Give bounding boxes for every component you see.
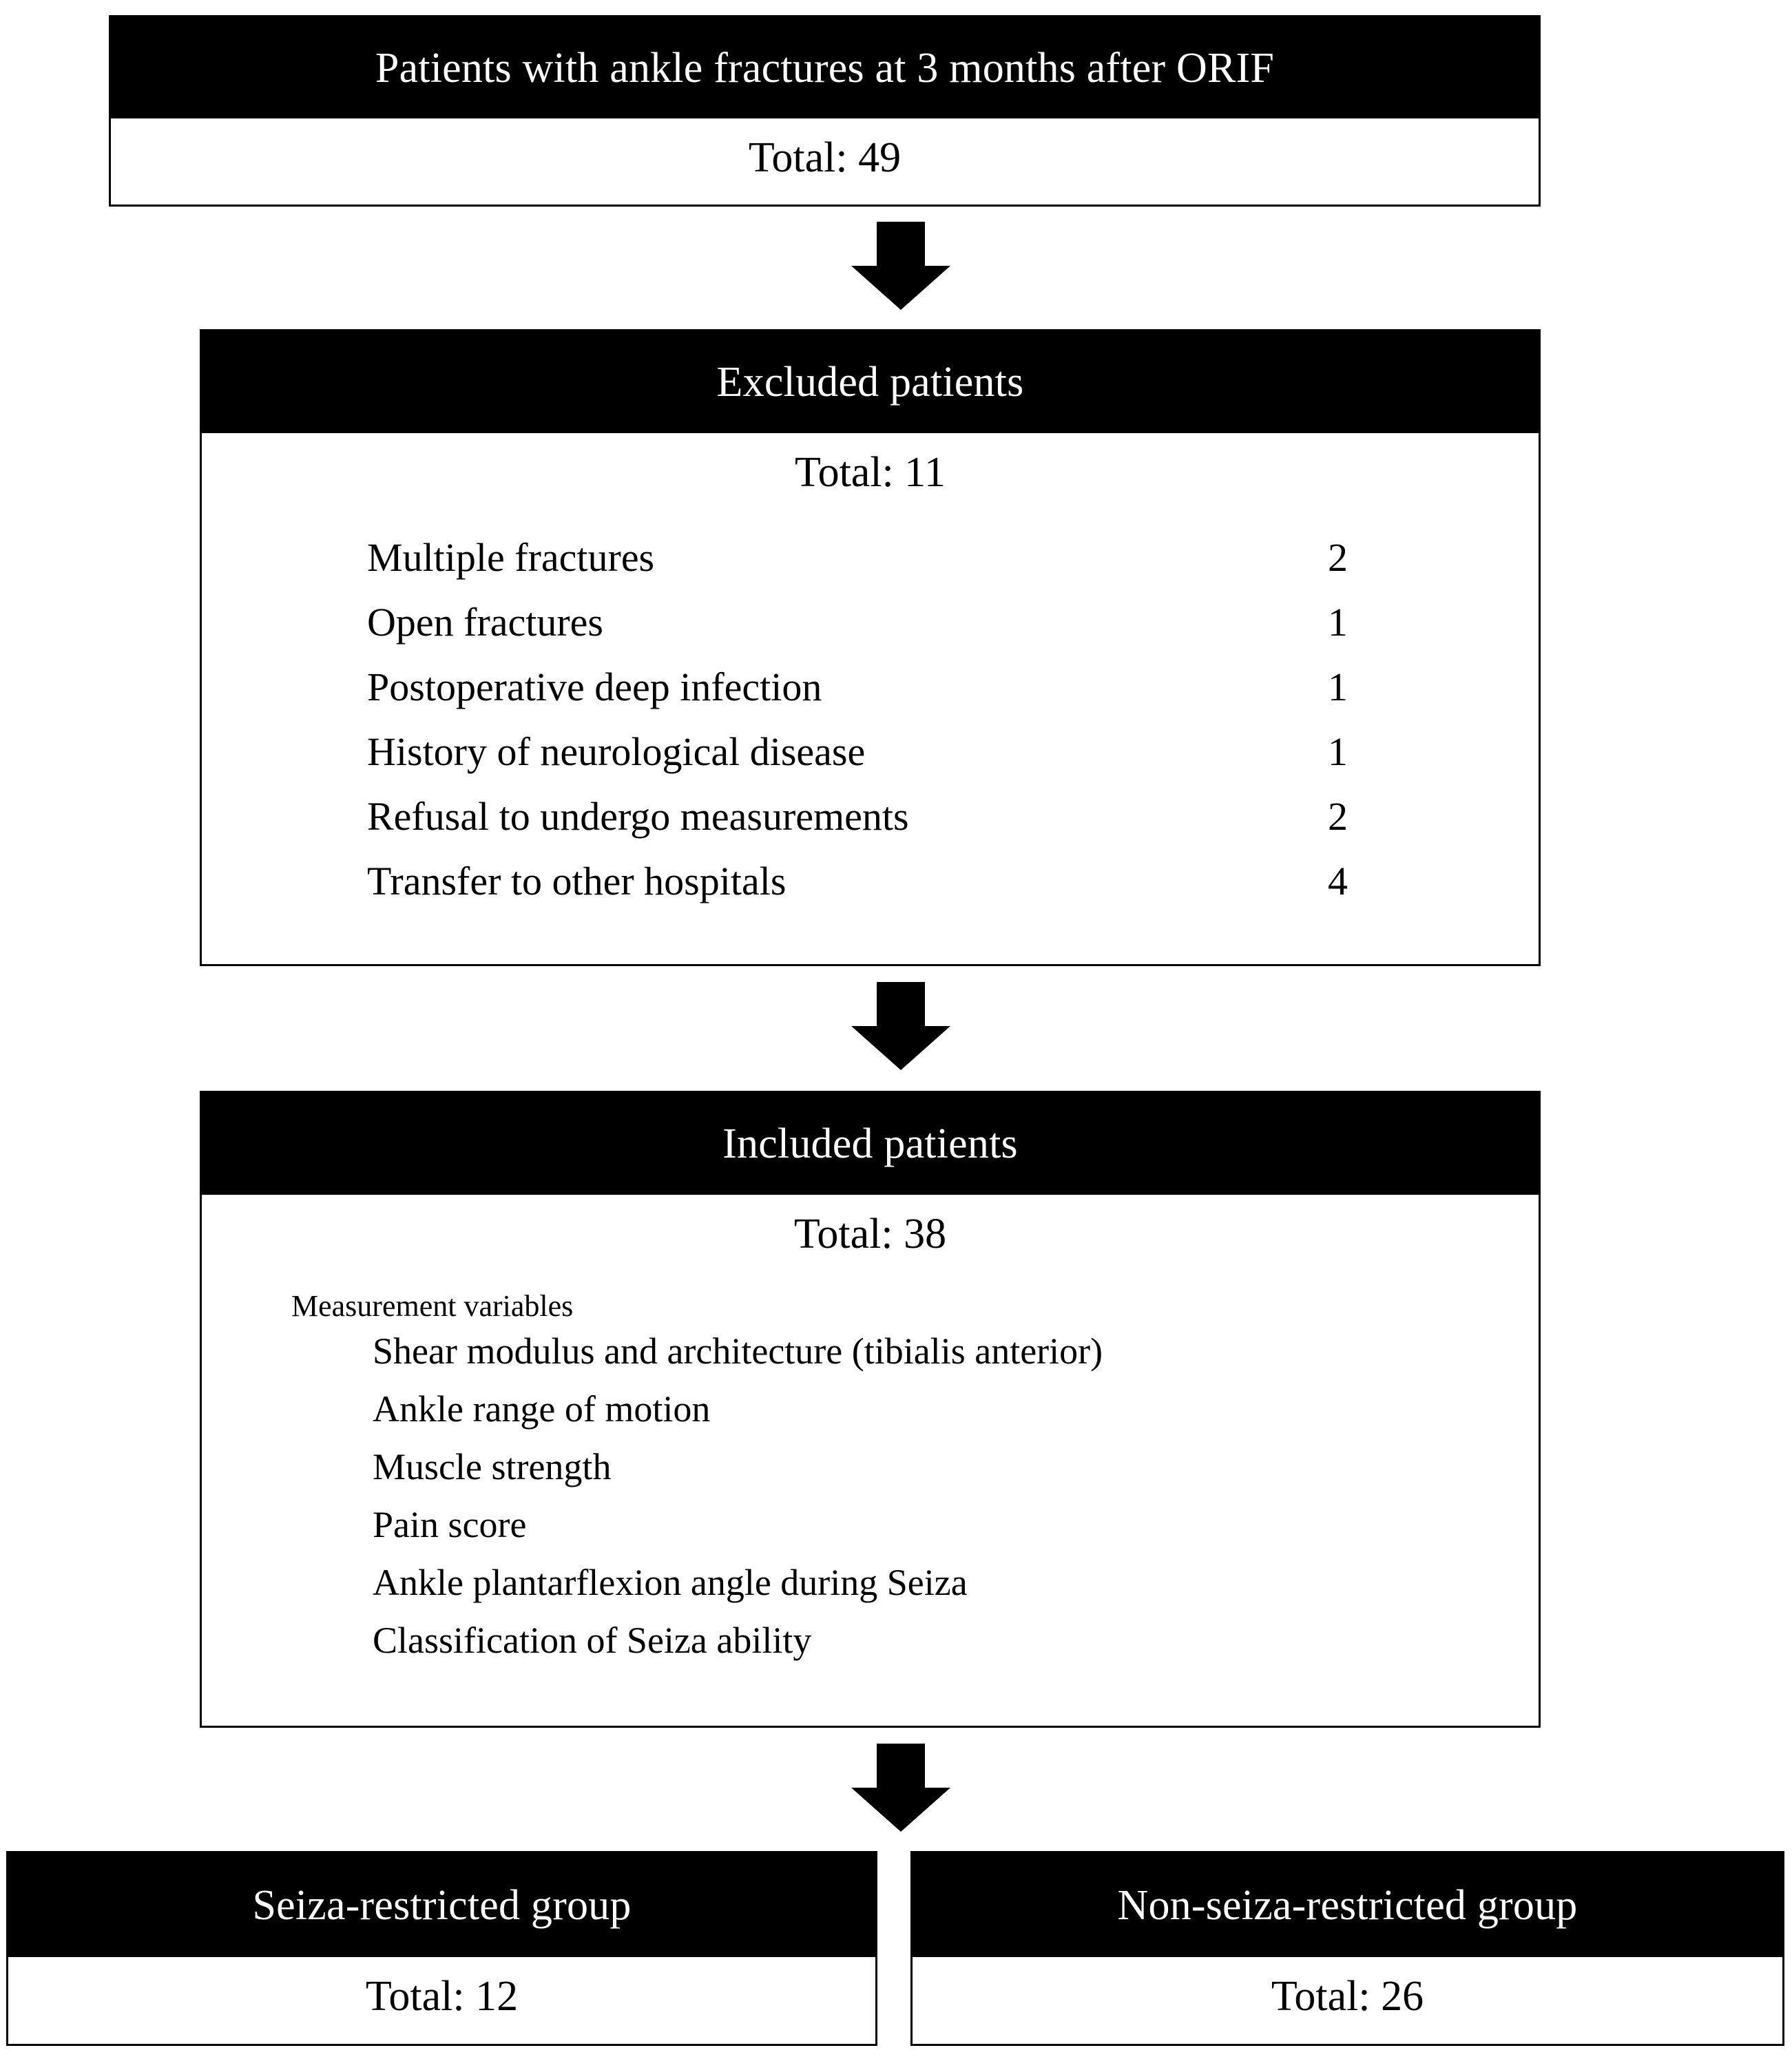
down-arrow-icon (851, 222, 950, 310)
included-patients-box: Included patients Total: 38 Measurement … (200, 1091, 1541, 1728)
excluded-patients-total: Total: 11 (795, 449, 946, 496)
measurement-variables-list: Shear modulus and architecture (tibialis… (202, 1321, 1539, 1680)
excluded-patients-body: Total: 11 Multiple fractures 2 Open frac… (202, 433, 1539, 964)
exclusion-reason-list: Multiple fractures 2 Open fractures 1 Po… (202, 538, 1539, 926)
non-seiza-restricted-group-body: Total: 26 (913, 1957, 1782, 2044)
exclusion-reason-count: 2 (1328, 794, 1348, 839)
top-cohort-body: Total: 49 (111, 118, 1539, 205)
list-item: Multiple fractures 2 (367, 538, 1539, 603)
top-cohort-header: Patients with ankle fractures at 3 month… (111, 17, 1539, 118)
down-arrow-icon (851, 982, 950, 1070)
seiza-restricted-group-box: Seiza-restricted group Total: 12 (6, 1851, 877, 2046)
list-item: Muscle strength (373, 1446, 612, 1487)
list-item: Open fractures 1 (367, 603, 1539, 667)
exclusion-reason-count: 1 (1328, 600, 1348, 645)
exclusion-reason-label: Open fractures (367, 600, 603, 645)
list-item: Pain score (373, 1504, 527, 1545)
list-item: Classification of Seiza ability (373, 1620, 812, 1661)
exclusion-reason-label: Multiple fractures (367, 535, 655, 580)
exclusion-reason-count: 1 (1328, 729, 1348, 774)
excluded-patients-header: Excluded patients (202, 331, 1539, 433)
list-item: Ankle plantarflexion angle during Seiza (373, 1562, 968, 1603)
seiza-restricted-group-body: Total: 12 (8, 1957, 875, 2044)
non-seiza-restricted-group-box: Non-seiza-restricted group Total: 26 (910, 1851, 1784, 2046)
exclusion-reason-count: 2 (1328, 535, 1348, 580)
included-patients-header: Included patients (202, 1093, 1539, 1195)
list-item: Transfer to other hospitals 4 (367, 861, 1539, 926)
included-patients-body: Total: 38 Measurement variables Shear mo… (202, 1195, 1539, 1726)
included-patients-total: Total: 38 (793, 1211, 947, 1257)
measurement-variables-title: Measurement variables (291, 1289, 574, 1323)
non-seiza-restricted-group-total: Total: 26 (1271, 1973, 1424, 2020)
exclusion-reason-label: Refusal to undergo measurements (367, 794, 909, 839)
list-item: Refusal to undergo measurements 2 (367, 797, 1539, 861)
seiza-restricted-group-header: Seiza-restricted group (8, 1853, 875, 1957)
exclusion-reason-label: Postoperative deep infection (367, 665, 822, 709)
down-arrow-icon (851, 1744, 950, 1832)
exclusion-reason-count: 4 (1328, 859, 1348, 903)
list-item: Ankle range of motion (373, 1388, 711, 1430)
list-item: History of neurological disease 1 (367, 732, 1539, 797)
exclusion-reason-label: History of neurological disease (367, 729, 866, 774)
excluded-patients-box: Excluded patients Total: 11 Multiple fra… (200, 329, 1541, 966)
top-cohort-total: Total: 49 (748, 134, 902, 181)
non-seiza-restricted-group-header: Non-seiza-restricted group (913, 1853, 1782, 1957)
list-item: Postoperative deep infection 1 (367, 667, 1539, 732)
list-item: Shear modulus and architecture (tibialis… (373, 1330, 1103, 1372)
exclusion-reason-count: 1 (1328, 665, 1348, 709)
top-cohort-box: Patients with ankle fractures at 3 month… (109, 15, 1541, 207)
seiza-restricted-group-total: Total: 12 (365, 1973, 519, 2020)
exclusion-reason-label: Transfer to other hospitals (367, 859, 786, 903)
